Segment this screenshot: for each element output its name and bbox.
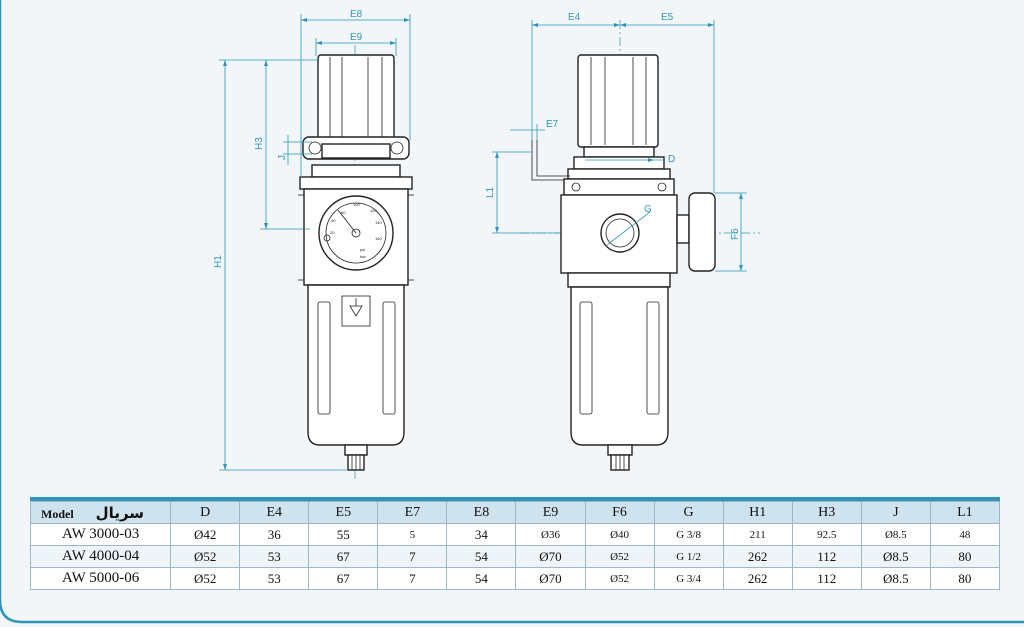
table-cell: G 3/4: [653, 567, 724, 590]
table-cell: Ø40: [584, 523, 655, 546]
header-e7: E7: [377, 501, 448, 524]
header-g: G: [653, 501, 724, 524]
model-cell: AW 5000-06: [29, 567, 172, 590]
table-cell: Ø70: [515, 545, 586, 568]
table-cell: Ø42: [170, 523, 241, 546]
header-e9: E9: [515, 501, 586, 524]
table-cell: G 3/8: [653, 523, 724, 546]
table-cell: 112: [791, 567, 862, 590]
gauge-tick: 120: [370, 208, 377, 213]
table-cell: 7: [377, 567, 448, 590]
table-cell: Ø52: [170, 545, 241, 568]
dim-label-f6: F6: [730, 228, 741, 240]
dim-label-d: D: [668, 154, 675, 165]
table-cell: Ø8.5: [860, 567, 931, 590]
table-cell: Ø36: [515, 523, 586, 546]
header-j: J: [860, 501, 931, 524]
gauge-tick: 100: [353, 202, 360, 207]
dim-label-e7: E7: [546, 119, 559, 130]
gauge-tick: 160: [375, 236, 382, 241]
gauge-tick: 20: [330, 230, 335, 235]
dim-label-l1: L1: [485, 186, 496, 198]
header-h3: H3: [791, 501, 862, 524]
table-cell: 80: [929, 567, 1001, 590]
table-cell: 48: [929, 523, 1001, 546]
dim-label-e8: E8: [350, 9, 363, 20]
table-cell: 34: [446, 523, 517, 546]
table-cell: Ø70: [515, 567, 586, 590]
header-model-fa: سریال: [95, 503, 145, 522]
dim-label-j: J: [277, 155, 288, 160]
table-row: AW 4000-04 Ø52 53 67 7 54 Ø70 Ø52 G 1/2 …: [29, 545, 1001, 568]
dim-label-h1: H1: [213, 255, 224, 268]
table-cell: 80: [929, 545, 1001, 568]
header-d: D: [170, 501, 241, 524]
header-f6: F6: [584, 501, 655, 524]
dim-label-e5: E5: [661, 12, 674, 23]
table-cell: 36: [239, 523, 310, 546]
gauge-unit: bar: [360, 254, 366, 259]
table-cell: 5: [377, 523, 448, 546]
table-top-rule: [30, 497, 1000, 501]
gauge-tick: 60: [341, 210, 346, 215]
header-h1: H1: [722, 501, 793, 524]
table-cell: 54: [446, 545, 517, 568]
dim-label-e9: E9: [350, 32, 363, 43]
gauge-unit: psi: [360, 247, 365, 252]
table-cell: 262: [722, 545, 793, 568]
front-view: 60 100 40 120 140 20 160 psi bar E8: [213, 9, 414, 480]
table-cell: Ø52: [170, 567, 241, 590]
side-view: E4 E5 E7 D L1 G F6: [485, 12, 760, 471]
table-cell: 53: [239, 545, 310, 568]
header-e5: E5: [308, 501, 379, 524]
table-row: AW 3000-03 Ø42 36 55 5 34 Ø36 Ø40 G 3/8 …: [29, 523, 1001, 546]
table-cell: 53: [239, 567, 310, 590]
model-cell: AW 4000-04: [29, 545, 172, 568]
table-cell: 54: [446, 567, 517, 590]
header-l1: L1: [929, 501, 1001, 524]
table-cell: 92.5: [791, 523, 862, 546]
table-cell: 67: [308, 545, 379, 568]
table-cell: 112: [791, 545, 862, 568]
dim-label-h3: H3: [254, 137, 265, 150]
model-cell: AW 3000-03: [29, 523, 172, 546]
table-cell: 211: [722, 523, 793, 546]
header-e4: E4: [239, 501, 310, 524]
table-cell: G 1/2: [653, 545, 724, 568]
dim-label-g: G: [644, 204, 652, 215]
table-cell: 262: [722, 567, 793, 590]
table-cell: 7: [377, 545, 448, 568]
table-cell: Ø8.5: [860, 523, 931, 546]
table-cell: Ø52: [584, 567, 655, 590]
table-row: AW 5000-06 Ø52 53 67 7 54 Ø70 Ø52 G 3/4 …: [29, 567, 1001, 590]
table-cell: 67: [308, 567, 379, 590]
table-cell: Ø52: [584, 545, 655, 568]
header-e8: E8: [446, 501, 517, 524]
dim-label-e4: E4: [568, 12, 581, 23]
table-cell: 55: [308, 523, 379, 546]
table-cell: Ø8.5: [860, 545, 931, 568]
gauge-tick: 140: [375, 220, 382, 225]
technical-drawing: 60 100 40 120 140 20 160 psi bar E8: [213, 9, 760, 480]
gauge-tick: 40: [331, 218, 336, 223]
